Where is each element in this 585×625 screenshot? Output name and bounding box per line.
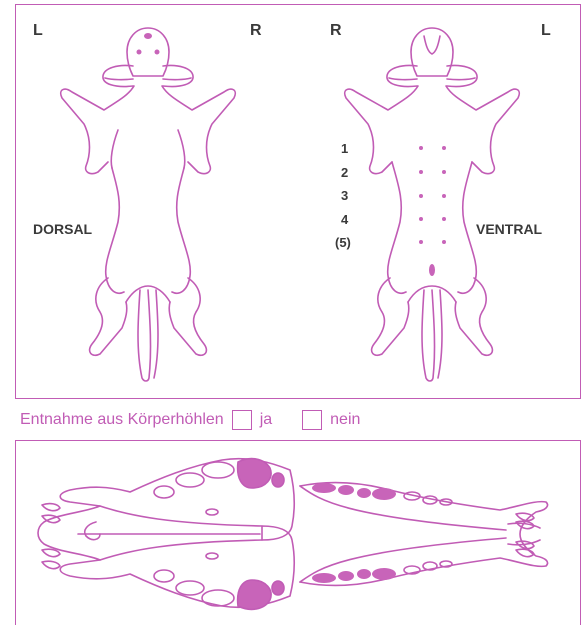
dog-ventral-outline-icon [345, 28, 520, 381]
yes-option-label: ja [260, 411, 272, 429]
teat-number: 4 [335, 208, 351, 232]
teat-number: (5) [335, 231, 351, 255]
dorsal-left-side-label: L [33, 22, 43, 40]
teat-number: 2 [335, 161, 351, 185]
no-option-label: nein [330, 411, 360, 429]
no-checkbox[interactable] [302, 410, 322, 430]
dorsal-right-side-label: R [250, 22, 262, 40]
mandible-lower-jaw-icon [300, 483, 548, 586]
teat-number-list: 1 2 3 4 (5) [335, 137, 351, 255]
body-cavity-sampling-label: Entnahme aus Körperhöhlen [20, 411, 224, 429]
teat-marks [419, 146, 446, 276]
body-cavity-sampling-row: Entnahme aus Körperhöhlen ja nein [20, 410, 360, 430]
ventral-right-side-label: R [330, 22, 342, 40]
yes-checkbox[interactable] [232, 410, 252, 430]
dorsal-view-label: DORSAL [33, 221, 92, 237]
ventral-view-label: VENTRAL [476, 221, 542, 237]
ventral-left-side-label: L [541, 22, 551, 40]
skull-upper-jaw-icon [38, 459, 294, 610]
teat-number: 1 [335, 137, 351, 161]
teat-number: 3 [335, 184, 351, 208]
dog-dorsal-outline-icon [61, 28, 236, 381]
